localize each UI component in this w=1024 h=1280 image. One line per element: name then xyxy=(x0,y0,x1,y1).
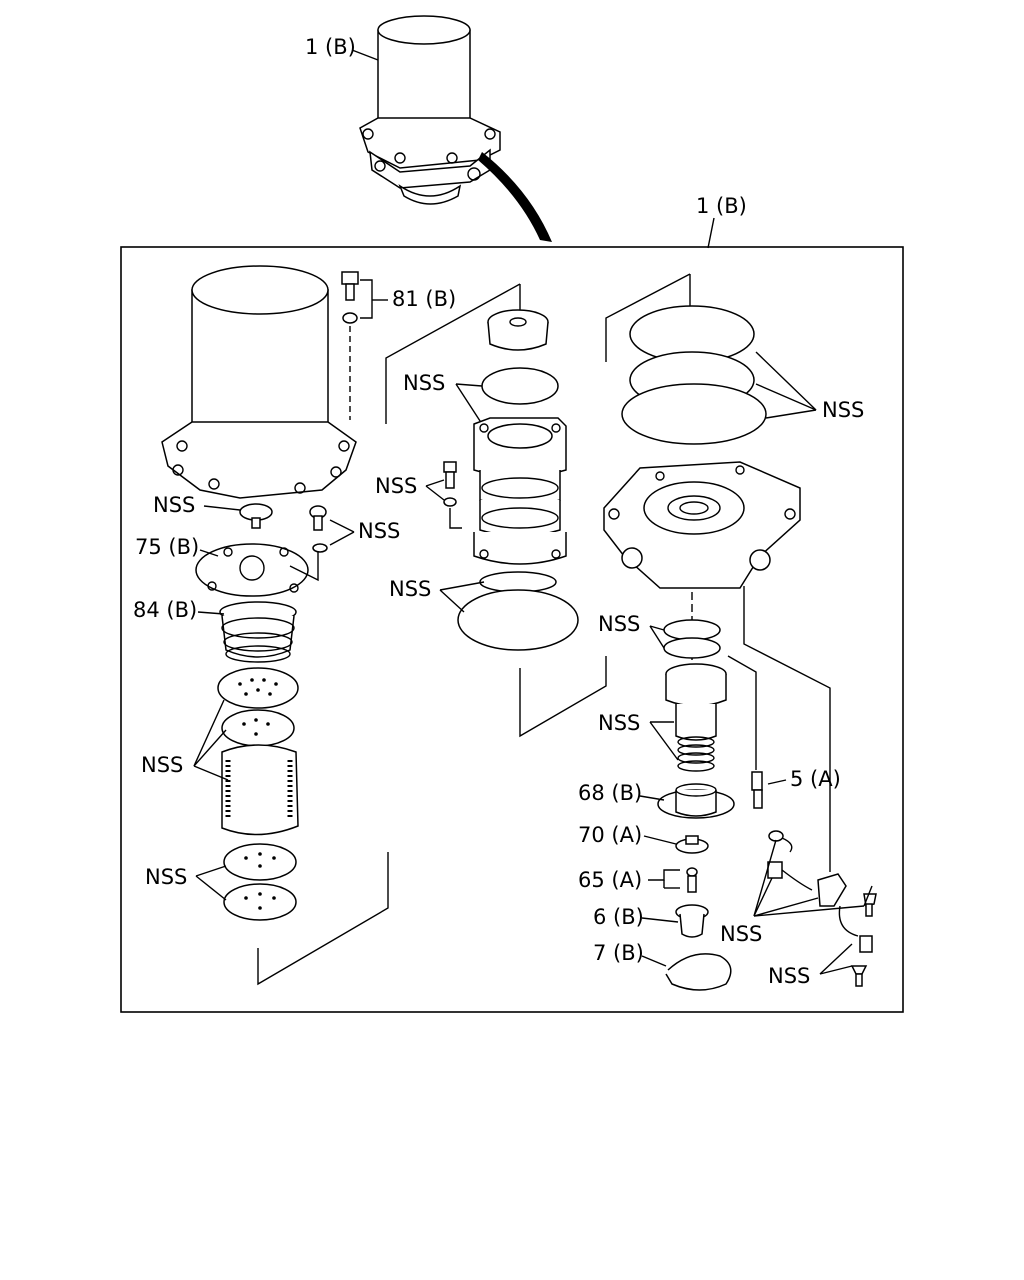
valve-base xyxy=(603,461,801,589)
o-ring-large xyxy=(457,589,579,651)
label-p81: 81 (B) xyxy=(392,287,456,311)
spring xyxy=(677,736,715,772)
filter-disc-top xyxy=(217,667,299,747)
base-gaskets xyxy=(621,305,767,445)
o-ring-mid xyxy=(479,571,557,593)
label-p84: 84 (B) xyxy=(133,598,197,622)
valve-70 xyxy=(675,835,709,854)
label-p75: 75 (B) xyxy=(135,535,199,559)
seal-84 xyxy=(219,601,297,663)
label-nss-10: NSS xyxy=(598,711,640,735)
label-nss-4: NSS xyxy=(145,865,187,889)
o-ring-top xyxy=(481,367,559,405)
label-p5: 5 (A) xyxy=(790,767,841,791)
disc-dots xyxy=(238,678,278,910)
bolt-nss-left xyxy=(309,505,328,553)
label-nss-1: NSS xyxy=(153,493,195,517)
label-p6: 6 (B) xyxy=(593,905,644,929)
exhaust-6 xyxy=(675,904,709,938)
label-p7: 7 (B) xyxy=(593,941,644,965)
label-assembly-top: 1 (B) xyxy=(305,35,356,59)
check-valve-body xyxy=(473,417,567,565)
desiccant-bag xyxy=(221,744,299,836)
knurled-cap xyxy=(487,309,549,351)
label-nss-9: NSS xyxy=(598,612,640,636)
plate-75 xyxy=(195,543,309,597)
label-assembly-box: 1 (B) xyxy=(696,194,747,218)
label-nss-11: NSS xyxy=(720,922,762,946)
o-ring-piston-b xyxy=(663,637,721,659)
screw-nss-mid xyxy=(443,461,462,529)
label-nss-2: NSS xyxy=(358,519,400,543)
zoom-arrow xyxy=(478,152,552,242)
label-p70: 70 (A) xyxy=(578,823,642,847)
label-nss-3: NSS xyxy=(141,753,183,777)
heater-5 xyxy=(751,771,763,809)
piston xyxy=(665,663,727,741)
label-nss-6: NSS xyxy=(375,474,417,498)
label-p65: 65 (A) xyxy=(578,868,642,892)
detail-frame xyxy=(120,246,904,1013)
o-ring-piston-a xyxy=(663,619,721,641)
dryer-assembly-overview xyxy=(359,15,501,205)
heater-wiring xyxy=(767,830,877,987)
bolt-81 xyxy=(341,271,359,420)
label-p68: 68 (B) xyxy=(578,781,642,805)
screw-65 xyxy=(686,867,698,893)
snap-ring-7 xyxy=(665,953,732,991)
label-nss-8: NSS xyxy=(822,398,864,422)
label-nss-5: NSS xyxy=(403,371,445,395)
filter-disc-bottom xyxy=(223,843,297,921)
valve-seat-68 xyxy=(657,783,735,819)
label-nss-7: NSS xyxy=(389,577,431,601)
desiccant-cover xyxy=(161,265,357,499)
label-nss-12: NSS xyxy=(768,964,810,988)
